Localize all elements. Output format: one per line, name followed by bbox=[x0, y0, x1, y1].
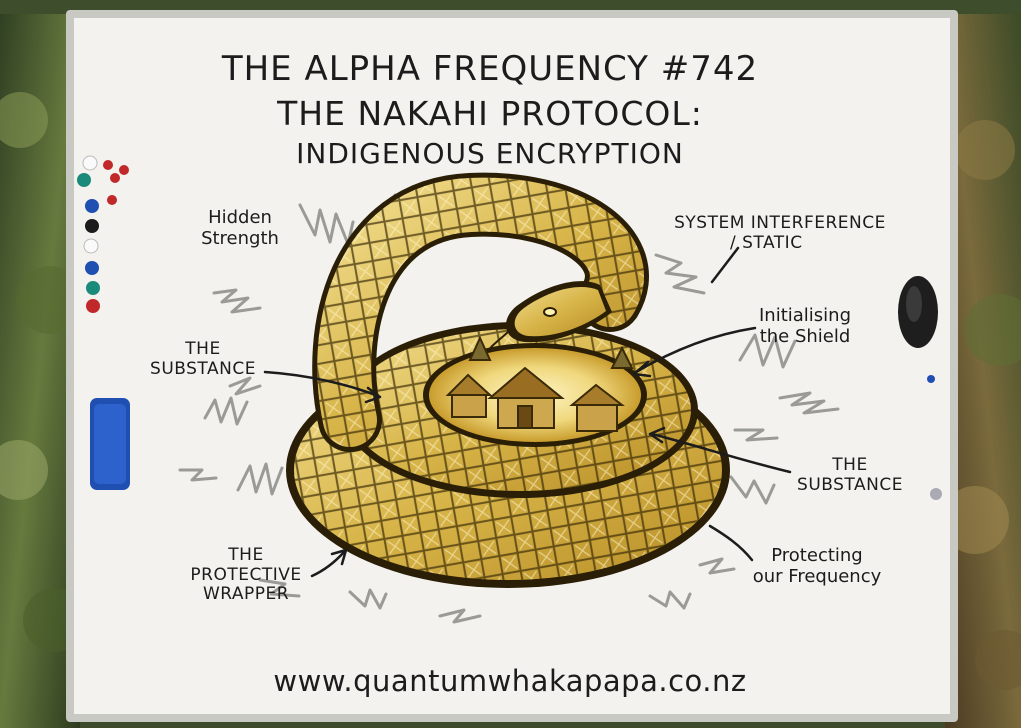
label-hidden-strength: Hidden Strength bbox=[190, 207, 290, 249]
magnet-white bbox=[83, 238, 99, 254]
arrow-substance-right bbox=[650, 432, 792, 474]
eraser bbox=[90, 398, 130, 490]
label-substance-left: THE SUBSTANCE bbox=[143, 339, 263, 379]
website-url: www.quantumwhakapapa.co.nz bbox=[273, 664, 747, 698]
label-hidden-strength-line2: Strength bbox=[201, 227, 279, 249]
label-substance-left-line2: SUBSTANCE bbox=[150, 358, 256, 379]
magnet-red bbox=[119, 165, 129, 175]
label-substance-right: THE SUBSTANCE bbox=[790, 455, 910, 495]
label-protecting-line2: our Frequency bbox=[752, 565, 882, 587]
label-system-interference-line1: SYSTEM INTERFERENCE bbox=[674, 213, 886, 233]
title-line-2: THE NAKAHI PROTOCOL: bbox=[277, 94, 703, 133]
pin-gray bbox=[930, 488, 942, 500]
label-system-interference-line2: / STATIC bbox=[730, 232, 803, 253]
magnet-red bbox=[86, 299, 100, 313]
magnet-red bbox=[103, 160, 113, 170]
annotation-arrows bbox=[263, 246, 792, 578]
label-system-interference: SYSTEM INTERFERENCE / STATIC bbox=[660, 213, 900, 253]
arrow-protecting bbox=[708, 524, 754, 562]
title-line-1: THE ALPHA FREQUENCY #742 bbox=[221, 49, 759, 89]
label-substance-right-line1: THE bbox=[832, 455, 868, 475]
label-initialising-line1: Initialising bbox=[758, 305, 852, 326]
pin-blue bbox=[927, 375, 935, 383]
label-protecting-line1: Protecting bbox=[771, 545, 863, 566]
label-protecting-frequency: Protecting our Frequency bbox=[742, 545, 892, 587]
magnet-teal bbox=[86, 281, 100, 295]
magnet-blue bbox=[85, 199, 99, 213]
label-substance-left-line1: THE bbox=[185, 339, 221, 359]
label-hidden-strength-line1: Hidden bbox=[208, 207, 272, 228]
magnet-red bbox=[107, 195, 117, 205]
label-wrapper-line2: PROTECTIVE bbox=[190, 564, 302, 585]
title-line-3: INDIGENOUS ENCRYPTION bbox=[296, 137, 684, 170]
magnet-blue bbox=[85, 261, 99, 275]
magnet-teal bbox=[77, 173, 91, 187]
arrow-wrapper bbox=[310, 550, 346, 578]
label-initialising-shield: Initialising the Shield bbox=[745, 305, 865, 347]
magnet-black bbox=[85, 219, 99, 233]
magnets bbox=[77, 155, 129, 313]
magnet-white bbox=[82, 155, 98, 171]
arrow-substance-left bbox=[263, 370, 380, 398]
label-wrapper-line1: THE bbox=[228, 545, 264, 565]
magnet-red bbox=[110, 173, 120, 183]
arrow-initialising bbox=[634, 326, 757, 374]
label-protective-wrapper: THE PROTECTIVE WRAPPER bbox=[186, 545, 306, 605]
label-initialising-line2: the Shield bbox=[759, 325, 851, 347]
label-wrapper-line3: WRAPPER bbox=[202, 584, 290, 605]
arrow-system-interference bbox=[710, 246, 740, 284]
village bbox=[445, 335, 634, 432]
label-substance-right-line2: SUBSTANCE bbox=[797, 474, 903, 495]
marker-cap bbox=[898, 276, 938, 348]
